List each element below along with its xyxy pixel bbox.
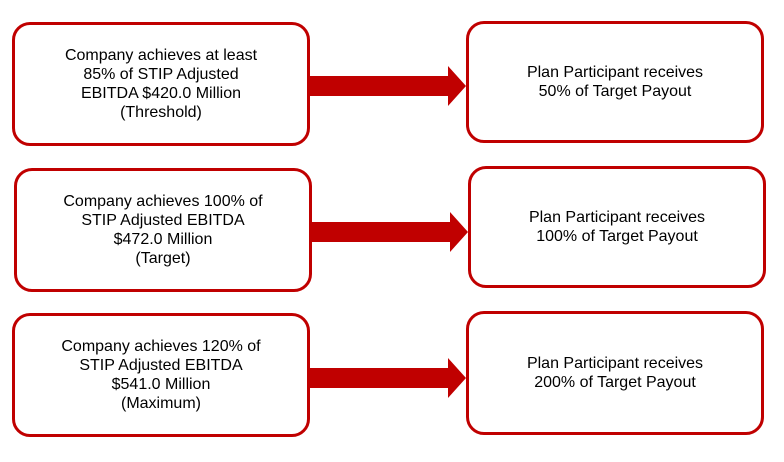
result-text-maximum: Plan Participant receives 200% of Target…: [517, 354, 713, 392]
result-line: 100% of Target Payout: [536, 228, 698, 245]
arrow-shape: [310, 66, 466, 106]
condition-line: Company achieves 100% of: [63, 193, 263, 210]
condition-line: $472.0 Million: [113, 231, 213, 248]
arrow-shape: [312, 212, 468, 252]
condition-box-threshold: Company achieves at least 85% of STIP Ad…: [12, 22, 310, 146]
condition-text-target: Company achieves 100% of STIP Adjusted E…: [53, 192, 272, 268]
condition-box-maximum: Company achieves 120% of STIP Adjusted E…: [12, 313, 310, 437]
condition-line: (Threshold): [120, 104, 202, 121]
result-line: Plan Participant receives: [526, 64, 704, 81]
condition-line: STIP Adjusted EBITDA: [79, 357, 243, 374]
result-box-target: Plan Participant receives 100% of Target…: [468, 166, 766, 288]
condition-line: $541.0 Million: [111, 376, 211, 393]
result-text-target: Plan Participant receives 100% of Target…: [519, 208, 715, 246]
result-line: Plan Participant receives: [528, 209, 706, 226]
result-line: 50% of Target Payout: [538, 83, 692, 100]
result-box-maximum: Plan Participant receives 200% of Target…: [466, 311, 764, 435]
arrow-shape: [310, 358, 466, 398]
condition-line: (Maximum): [120, 395, 201, 412]
arrow-maximum: [310, 358, 466, 398]
arrow-target: [312, 212, 468, 252]
arrow-threshold: [310, 66, 466, 106]
condition-line: Company achieves 120% of: [61, 338, 261, 355]
condition-line: STIP Adjusted EBITDA: [81, 212, 245, 229]
condition-line: EBITDA $420.0 Million: [80, 85, 242, 102]
condition-box-target: Company achieves 100% of STIP Adjusted E…: [14, 168, 312, 292]
result-line: 200% of Target Payout: [534, 374, 696, 391]
result-line: Plan Participant receives: [526, 355, 704, 372]
condition-text-maximum: Company achieves 120% of STIP Adjusted E…: [51, 337, 270, 413]
result-text-threshold: Plan Participant receives 50% of Target …: [517, 63, 713, 101]
condition-text-threshold: Company achieves at least 85% of STIP Ad…: [55, 46, 267, 122]
condition-line: Company achieves at least: [64, 47, 258, 64]
result-box-threshold: Plan Participant receives 50% of Target …: [466, 21, 764, 143]
condition-line: 85% of STIP Adjusted: [83, 66, 239, 83]
condition-line: (Target): [135, 250, 191, 267]
